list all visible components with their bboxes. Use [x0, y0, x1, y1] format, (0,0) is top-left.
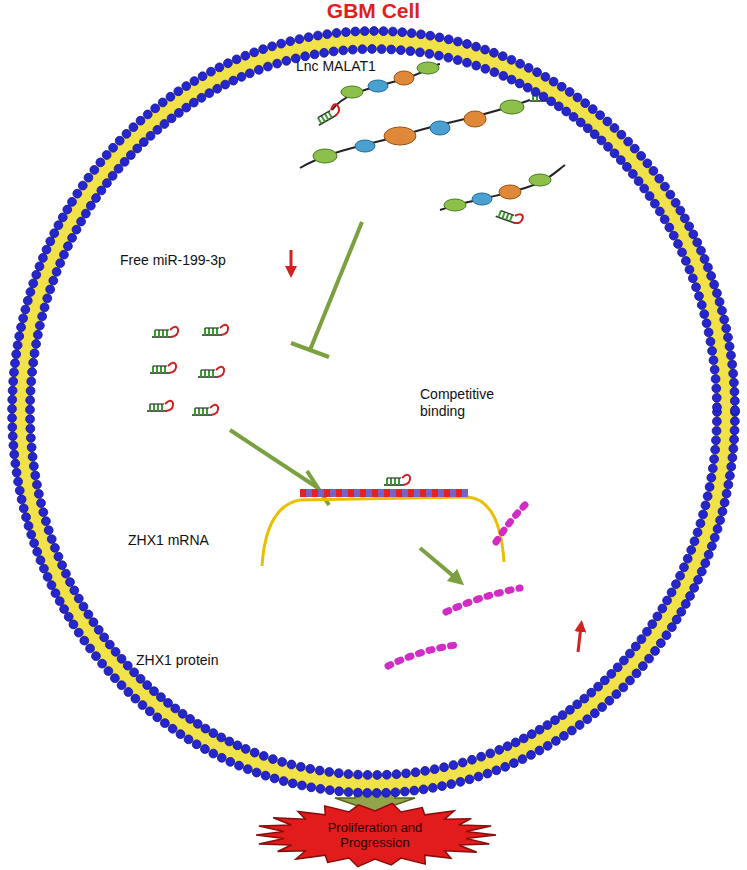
malat1-strand	[300, 91, 556, 168]
molecule-label: Lnc MALAT1	[296, 58, 436, 75]
molecule-label: ZHX1 mRNA	[128, 532, 268, 549]
increase-arrow	[578, 626, 581, 652]
inhibition-line	[291, 222, 362, 357]
zhx1-protein	[388, 504, 526, 666]
molecule-label: ZHX1 protein	[136, 652, 276, 669]
membrane-outline	[5, 24, 742, 800]
outcome-text: Proliferation and Progression	[316, 820, 434, 850]
outcome-star: Proliferation and Progression	[253, 802, 497, 868]
molecule-label: Free miR-199-3p	[120, 252, 280, 269]
free-mirna	[147, 325, 228, 415]
malat1-strand	[440, 165, 565, 225]
zhx1-mrna	[262, 475, 504, 566]
molecule-label: Competitive binding	[420, 386, 530, 420]
cell-membrane: GBM Cell	[5, 24, 742, 800]
decrease-arrow	[290, 250, 293, 272]
cell-title: GBM Cell	[5, 0, 742, 22]
translation-arrow	[420, 548, 458, 580]
